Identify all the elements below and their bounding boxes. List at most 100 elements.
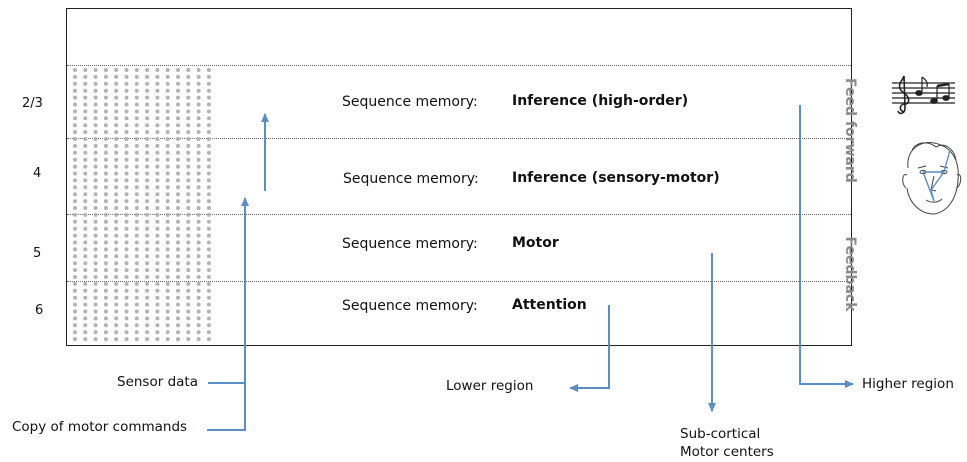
- neuron-dot: [73, 212, 77, 217]
- neuron-dot: [103, 212, 108, 217]
- neuron-dot: [186, 275, 191, 279]
- neuron-dot: [165, 199, 170, 204]
- neuron-dot: [206, 95, 211, 100]
- neuron-dot: [165, 240, 170, 245]
- neuron-dot: [103, 81, 108, 86]
- neuron-dot: [145, 254, 150, 259]
- neuron-dot: [165, 88, 170, 93]
- neuron-dot: [83, 164, 88, 169]
- sequence-memory-label-4: Sequence memory:: [343, 171, 479, 187]
- neuron-dot: [134, 150, 139, 155]
- neuron-dot: [83, 295, 88, 300]
- neuron-dot: [114, 178, 119, 183]
- neuron-dot: [114, 185, 119, 190]
- neuron-dot: [114, 109, 119, 114]
- neuron-dot: [124, 150, 129, 155]
- neuron-dot: [165, 178, 170, 183]
- neuron-dot: [124, 212, 129, 217]
- neuron-dot: [196, 337, 201, 342]
- neuron-dot: [83, 247, 88, 252]
- neuron-dot: [165, 281, 170, 286]
- neuron-dot: [93, 95, 98, 100]
- neuron-dot: [134, 143, 139, 148]
- neuron-dot: [176, 185, 180, 190]
- neuron-dot: [124, 143, 129, 148]
- neuron-dot: [165, 268, 170, 273]
- neuron-dot: [73, 240, 77, 245]
- neuron-dot: [196, 302, 201, 307]
- neuron-dot: [83, 150, 88, 155]
- neuron-dot: [165, 219, 170, 224]
- sensor-data-arrow: [208, 197, 249, 384]
- neuron-dot: [134, 316, 139, 321]
- neuron-dot: [124, 323, 129, 328]
- neuron-dot: [155, 330, 160, 335]
- neuron-dot: [206, 295, 211, 300]
- neuron-dot: [73, 275, 77, 279]
- neuron-dot: [83, 233, 88, 238]
- neuron-dot: [196, 178, 201, 183]
- neuron-dot: [206, 137, 211, 141]
- sequence-memory-label-6: Sequence memory:: [342, 298, 478, 314]
- neuron-dot: [145, 247, 150, 252]
- neuron-dot: [196, 330, 201, 335]
- neuron-dot: [73, 102, 77, 107]
- neuron-dot: [176, 295, 180, 300]
- neuron-dot: [134, 240, 139, 245]
- neuron-dot: [73, 206, 77, 210]
- neuron-dot: [186, 268, 191, 273]
- neuron-dot: [114, 130, 119, 135]
- neuron-dot: [176, 137, 180, 141]
- neuron-dot: [103, 150, 108, 155]
- neuron-dot: [206, 219, 211, 224]
- neuron-dot: [103, 247, 108, 252]
- neuron-dot: [206, 192, 211, 197]
- neuron-dot: [155, 309, 160, 314]
- neuron-dot: [145, 171, 150, 176]
- neuron-dot: [165, 81, 170, 86]
- neuron-dot: [165, 157, 170, 162]
- neuron-dot: [145, 219, 150, 224]
- layer-type-motor: Motor: [512, 235, 559, 251]
- neuron-dot: [93, 116, 98, 121]
- neuron-dot: [73, 157, 77, 162]
- neuron-dot: [196, 109, 201, 114]
- neuron-dot: [103, 288, 108, 293]
- neuron-dot: [196, 130, 201, 135]
- neuron-dot: [206, 337, 211, 342]
- neuron-dot: [196, 295, 201, 300]
- neuron-dot: [83, 123, 88, 128]
- neuron-dot: [83, 130, 88, 135]
- neuron-dot: [114, 212, 119, 217]
- neuron-dot: [103, 137, 108, 141]
- neuron-dot: [73, 199, 77, 204]
- neuron-dot: [124, 295, 129, 300]
- neuron-dot: [83, 302, 88, 307]
- neuron-dot: [165, 192, 170, 197]
- neuron-dot: [206, 323, 211, 328]
- neuron-dot: [124, 171, 129, 176]
- neuron-dot: [155, 157, 160, 162]
- neuron-dot: [93, 88, 98, 93]
- neuron-dot: [165, 164, 170, 169]
- neuron-dot: [206, 130, 211, 135]
- neuron-dot: [134, 157, 139, 162]
- neuron-dot: [206, 199, 211, 204]
- neuron-dot: [124, 288, 129, 293]
- neuron-dot: [134, 226, 139, 231]
- neuron-dot: [186, 192, 191, 197]
- neuron-dot: [176, 254, 180, 259]
- neuron-dot: [114, 226, 119, 231]
- neuron-dot: [186, 68, 191, 72]
- neuron-dot: [103, 157, 108, 162]
- neuron-dot: [186, 261, 191, 266]
- neuron-dot: [114, 302, 119, 307]
- neuron-dot: [73, 164, 77, 169]
- neuron-dot: [134, 185, 139, 190]
- neuron-dot: [114, 330, 119, 335]
- neuron-dot: [206, 157, 211, 162]
- neuron-dot: [155, 150, 160, 155]
- neuron-dot: [165, 330, 170, 335]
- neuron-dot: [186, 288, 191, 293]
- neuron-dot: [165, 137, 170, 141]
